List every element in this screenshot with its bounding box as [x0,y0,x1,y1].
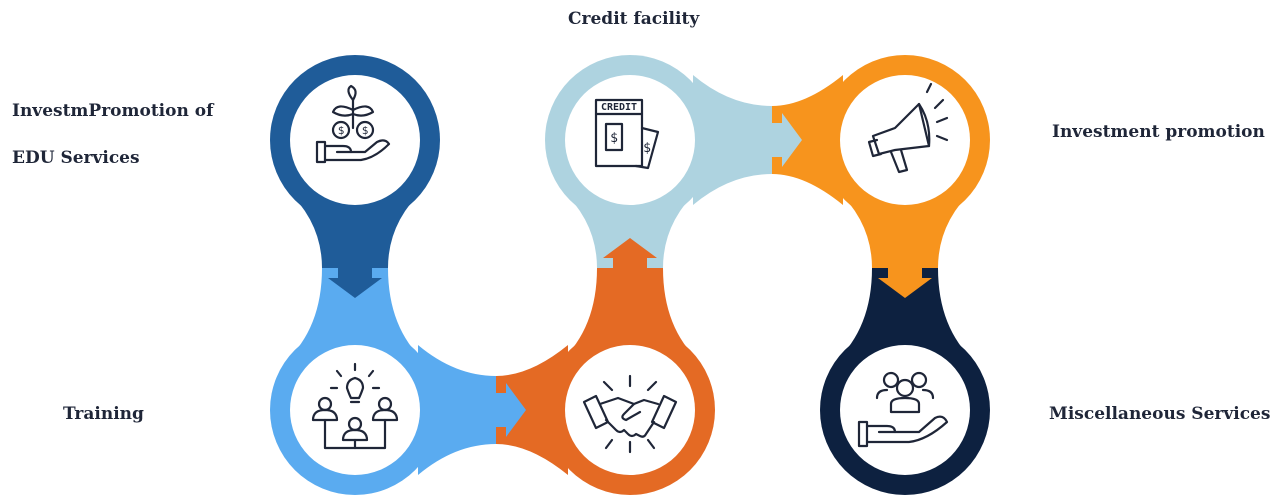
team-idea-icon [311,362,399,450]
arrow-down-1 [328,268,382,298]
group-hand-icon [857,371,949,448]
label-investment-promotion: Investment promotion [1052,120,1265,144]
inner-investment-growth [290,75,420,205]
arrow-right-2 [772,113,802,167]
label-training: Training [63,402,144,426]
arrow-up-1 [603,238,657,268]
arrow-right-1 [496,383,526,437]
tail-credit-facility [560,188,700,268]
inner-training [290,345,420,475]
plant-money-hand-icon: $ $ [315,84,391,164]
svg-text:$: $ [610,131,618,146]
label-credit-facility: Credit facility [568,7,699,31]
bridge-partnership [496,345,568,475]
inner-partnership [565,345,695,475]
inner-circles [290,75,970,475]
bridge-investment-promotion [772,75,843,205]
inner-credit-facility [565,75,695,205]
credit-icon-text: CREDIT [601,102,637,113]
handshake-icon [582,374,678,454]
tail-investment-promotion [835,188,975,268]
label-credit-facility-line-1: Credit facility [568,9,700,29]
label-investment-growth-line-2: EDU Services [12,148,140,168]
label-miscellaneous-services: Miscellaneous Services [1049,402,1270,426]
label-investment-growth-line-1: InvestmPromotion of [12,101,214,121]
label-miscellaneous-services-line-1: Miscellaneous Services [1049,404,1271,424]
bridge-credit-facility [693,75,772,205]
head-miscellaneous-services [835,268,975,362]
svg-text:$: $ [362,124,369,137]
megaphone-icon [867,82,949,174]
svg-text:$: $ [338,124,345,137]
bridge-training [418,345,496,475]
arrow-down-2 [878,268,932,298]
label-investment-growth: InvestmPromotion of EDU Services [12,99,213,170]
flow-arrows [328,113,932,437]
inner-miscellaneous-services [840,345,970,475]
svg-text:$: $ [643,141,651,156]
inner-investment-promotion [840,75,970,205]
credit-card-icon: CREDIT $ $ [594,98,660,170]
head-training [285,268,425,362]
label-investment-promotion-line-1: Investment promotion [1052,122,1265,142]
label-training-line-1: Training [63,404,144,424]
head-partnership [560,268,700,362]
tail-investment-growth [285,188,425,268]
